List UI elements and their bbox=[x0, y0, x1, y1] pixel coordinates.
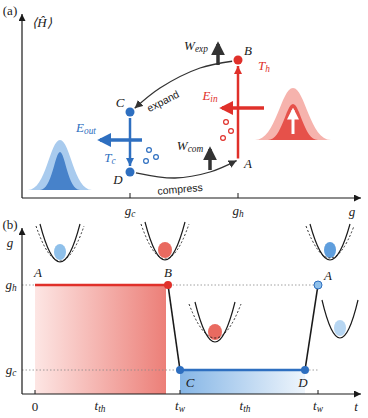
figure-label: g bbox=[349, 205, 356, 218]
potential-curve bbox=[189, 304, 241, 338]
axis-tick bbox=[35, 390, 36, 394]
figure-label: Wcom bbox=[177, 139, 203, 152]
figure-label: (b) bbox=[2, 218, 17, 231]
figure-label: D bbox=[298, 376, 307, 389]
state-point: C bbox=[124, 106, 136, 118]
state-dot bbox=[314, 281, 322, 289]
wavepacket bbox=[158, 242, 172, 258]
state-point: D bbox=[124, 166, 136, 178]
potential-curve bbox=[195, 302, 235, 342]
wavepacket bbox=[54, 244, 66, 260]
hot-bath-gaussian bbox=[268, 104, 318, 140]
cold-stroke-band bbox=[180, 370, 305, 394]
state-label: B bbox=[244, 44, 252, 57]
figure-label: A bbox=[34, 266, 42, 279]
state-dot bbox=[124, 166, 136, 178]
quantum-circle bbox=[154, 155, 159, 160]
axis-line bbox=[22, 197, 361, 198]
work-arrow bbox=[208, 149, 212, 170]
figure-label: Tc bbox=[104, 151, 115, 164]
cycle-stroke bbox=[237, 66, 240, 159]
figure-label: B bbox=[164, 266, 172, 279]
state-dot bbox=[124, 106, 136, 118]
state-point: A bbox=[232, 154, 244, 166]
heat-arrow bbox=[100, 138, 142, 142]
hot-bath-gaussian bbox=[255, 88, 331, 140]
protocol-line bbox=[180, 369, 305, 372]
figure-label: tth bbox=[95, 399, 106, 412]
quantum-circle bbox=[221, 136, 226, 141]
protocol-line bbox=[168, 285, 180, 370]
state-dot bbox=[301, 366, 309, 374]
figure-label: C bbox=[186, 376, 195, 389]
state-dot bbox=[126, 108, 135, 117]
guide-line bbox=[22, 370, 318, 371]
edge-label: expand bbox=[143, 88, 182, 115]
quantum-circle bbox=[229, 129, 234, 134]
figure-label: ⟨Ĥ⟩ bbox=[32, 16, 51, 29]
cycle-stroke bbox=[136, 161, 237, 178]
cold-bath-gaussian bbox=[28, 140, 92, 190]
axis-line bbox=[21, 14, 22, 198]
work-arrow bbox=[216, 44, 220, 65]
figure-label: Th bbox=[258, 59, 270, 72]
state-label: C bbox=[116, 96, 125, 109]
protocol-line bbox=[305, 285, 318, 370]
axis-line bbox=[22, 393, 361, 394]
state-dot bbox=[232, 154, 244, 166]
state-dot bbox=[126, 168, 135, 177]
figure-label: A bbox=[324, 269, 332, 282]
axis-tick bbox=[318, 390, 319, 394]
figure-label: gh bbox=[232, 204, 243, 217]
potential-curve bbox=[145, 222, 185, 260]
axis-line bbox=[21, 228, 22, 394]
potential-curve bbox=[306, 226, 354, 258]
state-label: D bbox=[113, 173, 122, 186]
potential-curve bbox=[310, 224, 350, 260]
axis-tick bbox=[238, 193, 239, 198]
quantum-circle bbox=[144, 159, 149, 164]
protocol-line bbox=[35, 284, 168, 287]
figure-label: Wexp bbox=[184, 39, 208, 52]
figure-label: Eout bbox=[76, 121, 96, 134]
potential-curve bbox=[322, 300, 358, 338]
state-point: B bbox=[232, 54, 244, 66]
figure-label: gc bbox=[125, 204, 136, 217]
cold-bath-gaussian bbox=[40, 152, 80, 190]
potential-curve bbox=[40, 224, 80, 262]
state-label: A bbox=[244, 157, 252, 170]
heat-arrow bbox=[222, 106, 264, 110]
state-dot bbox=[237, 159, 238, 160]
figure-label: tw bbox=[175, 399, 185, 412]
figure-label: gh bbox=[5, 278, 16, 291]
wavepacket bbox=[334, 320, 346, 336]
quantum-circle bbox=[224, 120, 229, 125]
potential-curve bbox=[141, 224, 189, 259]
figure-label: Ein bbox=[202, 89, 217, 102]
axis-tick bbox=[180, 390, 181, 394]
state-dot bbox=[234, 56, 243, 65]
figure-label: tth bbox=[240, 399, 251, 412]
state-dot bbox=[176, 366, 184, 374]
figure-label: tw bbox=[313, 399, 323, 412]
figure-label: gc bbox=[6, 363, 17, 376]
figure-label: (a) bbox=[3, 4, 17, 17]
potential-curve bbox=[36, 226, 84, 261]
figure-label: t bbox=[354, 400, 358, 413]
figure-label: 0 bbox=[32, 400, 39, 413]
state-dot bbox=[232, 54, 244, 66]
quantum-circle bbox=[147, 148, 152, 153]
wavepacket bbox=[324, 242, 336, 258]
state-dot bbox=[164, 281, 172, 289]
hot-stroke-band bbox=[35, 285, 166, 394]
bath-arrow bbox=[292, 110, 295, 134]
axis-tick bbox=[130, 193, 131, 198]
edge-label: compress bbox=[155, 182, 205, 197]
figure-label: g bbox=[7, 236, 14, 249]
cycle-stroke bbox=[129, 118, 132, 166]
